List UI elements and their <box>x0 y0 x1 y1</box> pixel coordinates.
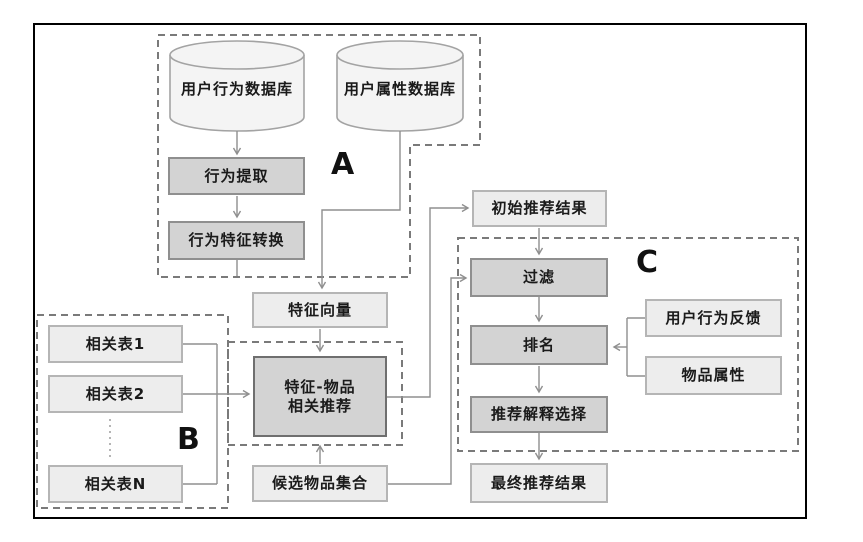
cylinder-user-attributes-db <box>336 40 464 132</box>
node-item-attributes: 物品属性 <box>645 356 782 395</box>
node-user-behavior-feedback: 用户行为反馈 <box>645 299 782 337</box>
group-b-label: B <box>177 422 200 457</box>
node-final-results: 最终推荐结果 <box>470 463 608 503</box>
node-related-table-1: 相关表1 <box>48 325 183 363</box>
connector-candidates-to-filter <box>388 273 468 485</box>
node-candidate-item-set: 候选物品集合 <box>252 465 388 502</box>
node-explanation-selection: 推荐解释选择 <box>470 396 608 433</box>
node-feature-item-recommendation: 特征-物品 相关推荐 <box>253 356 387 437</box>
node-user-attributes-db: 用户属性数据库 <box>343 79 456 98</box>
cylinder-user-behavior-db <box>169 40 305 132</box>
node-ranking: 排名 <box>470 325 608 365</box>
node-feature-item-recommendation-line1: 特征-物品 <box>284 377 356 396</box>
group-c-outline <box>457 237 799 452</box>
feature-item-dashed-outline <box>227 341 403 446</box>
node-behavior-feature-conversion: 行为特征转换 <box>168 221 305 260</box>
node-feature-item-recommendation-line2: 相关推荐 <box>287 396 352 415</box>
group-c-label: C <box>636 245 659 280</box>
group-a-label: A <box>331 147 355 182</box>
node-related-table-2: 相关表2 <box>48 375 183 413</box>
node-related-table-n: 相关表N <box>48 465 183 503</box>
node-filter: 过滤 <box>470 258 608 297</box>
connector-attributesdb-to-feature-vector <box>317 131 401 290</box>
connector-recommendation-to-initial-results <box>387 203 470 398</box>
node-behavior-extraction: 行为提取 <box>168 157 305 195</box>
node-initial-results: 初始推荐结果 <box>472 190 607 227</box>
node-feature-vector: 特征向量 <box>252 292 388 328</box>
node-user-behavior-db: 用户行为数据库 <box>180 79 293 98</box>
